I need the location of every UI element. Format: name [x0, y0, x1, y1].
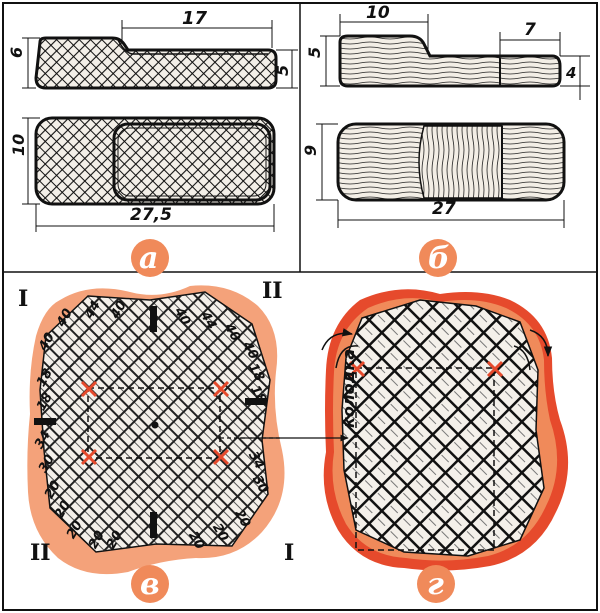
dim-10-a: 10	[9, 134, 28, 156]
dim-17: 17	[182, 8, 208, 29]
panel-b: 10 7 5 4 9 27 б	[301, 3, 590, 277]
panel-a-label: а	[139, 241, 158, 276]
section-mark-2-top: II	[262, 278, 283, 304]
dim-5-b: 5	[305, 47, 324, 58]
dim-27: 27	[432, 199, 456, 219]
panel-v-dashed-square	[87, 387, 221, 459]
panel-g: колодка I г	[240, 289, 569, 603]
dim-10-b: 10	[366, 3, 390, 23]
panel-v: 40 44 40 40 44 40 40 18 18 34 30 40 18 1…	[18, 278, 285, 603]
panel-b-side-view	[338, 34, 562, 88]
panel-a-side-view	[34, 36, 278, 90]
dim-6: 6	[7, 47, 26, 58]
panel-g-cross-markers	[348, 360, 504, 378]
panel-b-label: б	[428, 241, 450, 276]
panel-b-badge	[419, 239, 457, 277]
panel-v-center-dot	[151, 421, 159, 429]
panel-v-label: в	[140, 567, 160, 602]
panel-g-label: г	[427, 567, 444, 602]
panel-g-badge	[417, 565, 455, 603]
panel-g-weave	[341, 299, 545, 557]
section-mark-1-bottom: I	[284, 540, 294, 566]
panel-v-cross-markers	[80, 380, 230, 466]
panel-v-badge	[131, 565, 169, 603]
panel-a: 17 6 5 10 27,5 а	[7, 8, 298, 277]
panel-a-top-view-inner	[112, 122, 272, 202]
panel-g-caption-kolodka: колодка	[339, 349, 358, 428]
dim-27-5: 27,5	[130, 205, 172, 225]
section-mark-2-bottom: II	[30, 540, 51, 566]
dim-9: 9	[301, 145, 320, 156]
panel-a-badge	[131, 239, 169, 277]
dim-4: 4	[565, 64, 576, 82]
dim-7: 7	[524, 20, 536, 40]
dim-5-a: 5	[273, 65, 292, 76]
section-mark-1-top: I	[18, 286, 28, 312]
